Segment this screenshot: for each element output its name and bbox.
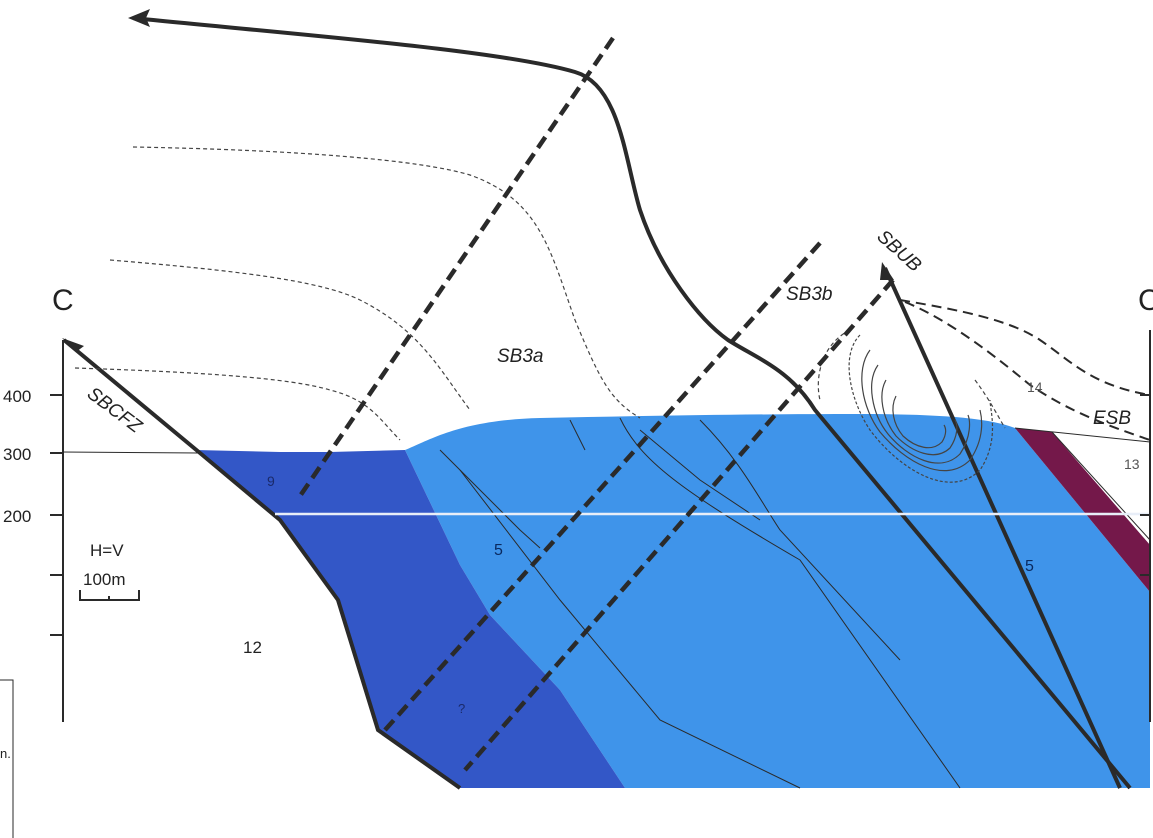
- unit-label-5-left: 5: [494, 542, 503, 559]
- margin-note-text: n.: [0, 746, 11, 761]
- arrowhead-sbcfz: [62, 338, 84, 352]
- section-end-right-label: C': [1138, 284, 1153, 317]
- unit-9-dark-blue-fill: [195, 450, 625, 788]
- major-dashed-structures: [298, 36, 895, 772]
- unit-label-14: 14: [1027, 379, 1043, 395]
- arrowhead-sbub: [880, 262, 894, 280]
- depth-label-200: 200: [3, 507, 31, 526]
- esb-label: ESB: [1093, 408, 1131, 429]
- unit-label-9: 9: [267, 473, 275, 489]
- sbcfz-label: SBCFZ: [83, 383, 146, 438]
- thin-lines: [61, 417, 1151, 789]
- legend-box-fragment: [0, 679, 14, 838]
- scale-length-label: 100m: [83, 570, 126, 589]
- sbub-fault-trace: [883, 267, 1122, 789]
- projected-bedding-traces: [74, 146, 1006, 441]
- sbcfz-fault-trace: [62, 338, 462, 790]
- unit-label-lower: ?: [458, 701, 465, 716]
- esb-dashed-traces: [899, 299, 1151, 441]
- unit-label-13: 13: [1124, 456, 1140, 472]
- sb3b-label: SB3b: [786, 284, 832, 305]
- arrowhead-top-left: [128, 9, 150, 27]
- main-fold-trace: [132, 16, 1132, 790]
- sbub-label: SBUB: [873, 226, 926, 276]
- unit-label-5-right: 5: [1025, 558, 1034, 575]
- section-end-left-label: C: [52, 284, 74, 317]
- fold-nest: [848, 334, 994, 483]
- scale-bar: [79, 590, 140, 601]
- unit-purple-fill: [1015, 428, 1150, 592]
- depth-label-400: 400: [3, 387, 31, 406]
- sb3a-label: SB3a: [497, 346, 543, 367]
- unit-5-light-blue-fill: [405, 414, 1150, 788]
- unit-label-12: 12: [243, 638, 262, 657]
- depth-label-300: 300: [3, 445, 31, 464]
- scale-ratio-label: H=V: [90, 541, 124, 560]
- depth-ticks: [50, 394, 1150, 636]
